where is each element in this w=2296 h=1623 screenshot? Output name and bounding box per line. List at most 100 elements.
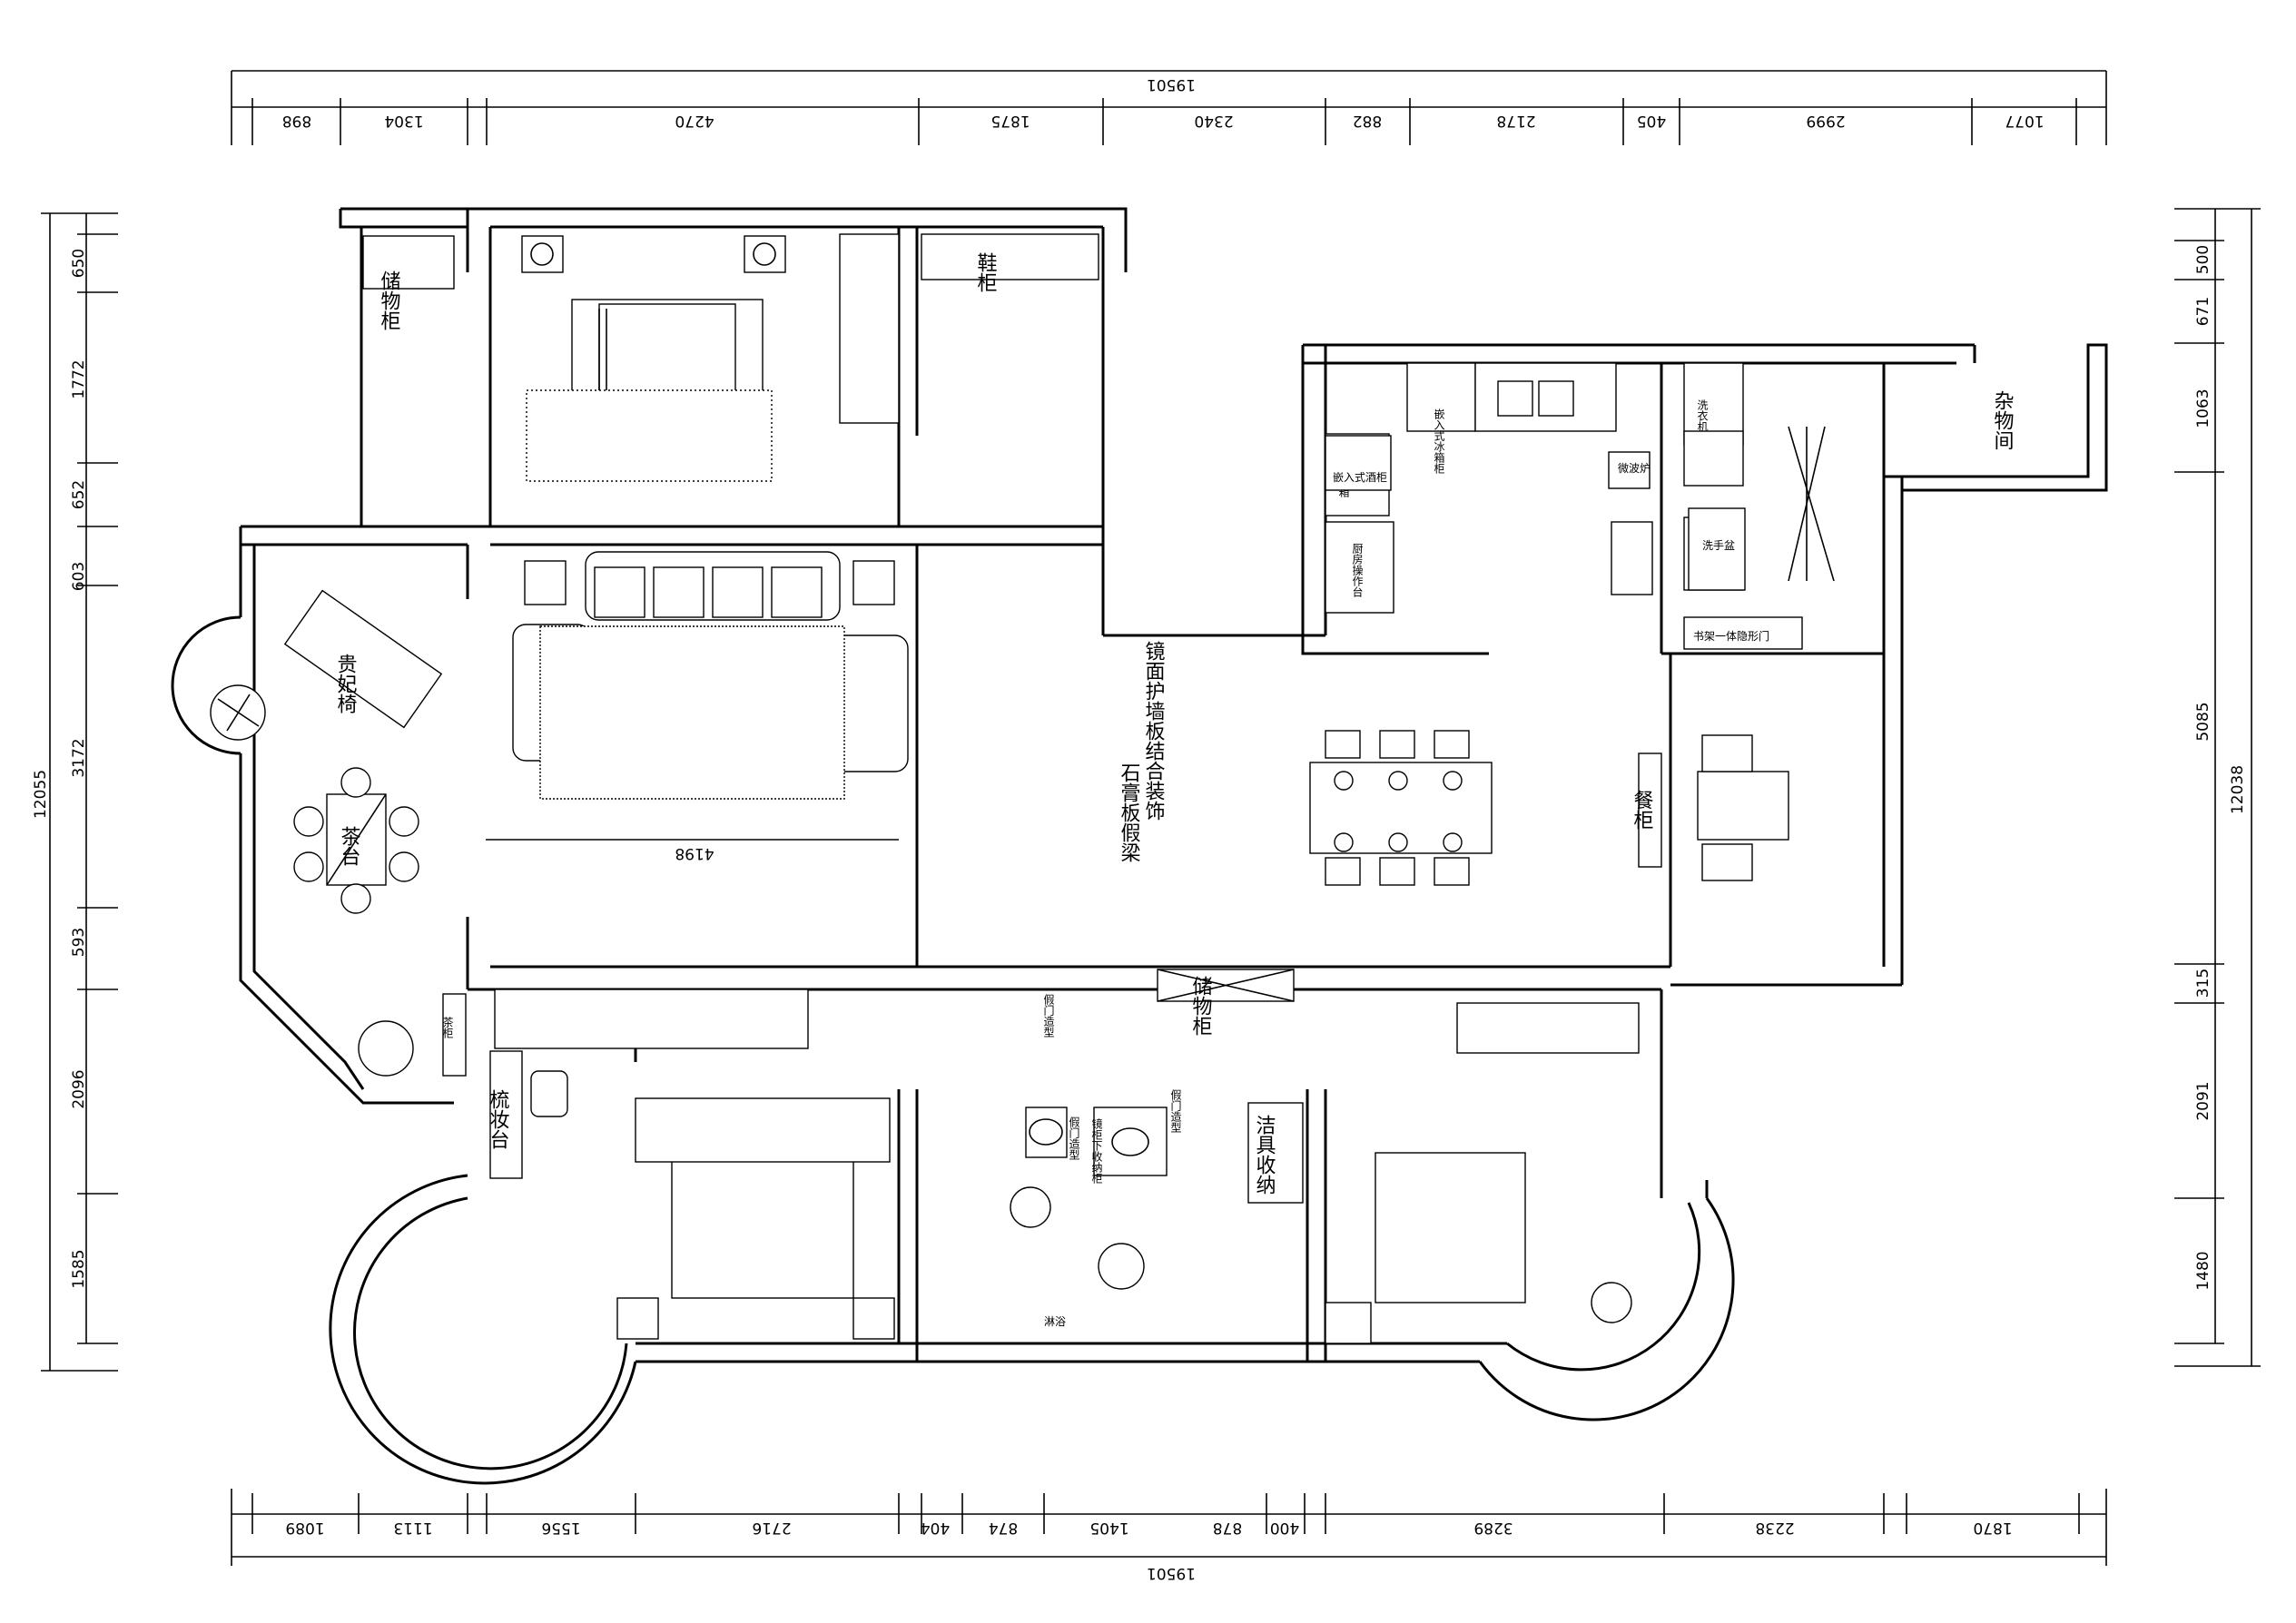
shoe-cabinet: 鞋柜: [921, 233, 1099, 292]
dim-bottom-total: 19501: [1147, 1564, 1196, 1582]
storage-room-label: 杂物间: [1991, 390, 2015, 450]
dim-bottom-5: 404: [921, 1519, 950, 1537]
dim-left-total: 12055: [32, 770, 50, 819]
dim-bottom-8: 878: [1213, 1519, 1242, 1537]
tea-cabinet: 茶柜: [441, 993, 467, 1077]
storage-cabinet-mid: 储物柜: [1157, 969, 1295, 1036]
bed-bottom-left: [494, 989, 895, 1340]
dim-left-3: 652: [70, 480, 88, 509]
dim-right-3: 1063: [2194, 389, 2212, 428]
side-cabinet: 餐柜: [1631, 752, 1662, 868]
dim-left-7: 2096: [70, 1069, 88, 1108]
dim-left-8: 1585: [70, 1249, 88, 1288]
storage-cabinet-top: 储物柜: [362, 235, 455, 330]
left-dimension-text: 12055 650 1772 652 603 3172 593 2096 158…: [32, 249, 88, 1289]
dim-bottom-1: 1089: [285, 1519, 324, 1537]
bottom-dimensions: [231, 1489, 2107, 1566]
dim-bottom-10: 3289: [1473, 1519, 1513, 1537]
top-dimension-text: 19501 898 1304 4270 1875 2340 882 2178 4…: [282, 75, 2045, 130]
hidden-door-label: 书架一体隐形门: [1693, 629, 1769, 643]
dim-top-3: 4270: [675, 112, 714, 130]
dim-right-7: 1480: [2194, 1251, 2212, 1290]
dim-left-6: 593: [70, 928, 88, 957]
bed-top: [521, 235, 786, 482]
chaise-label: 贵妃椅: [334, 654, 358, 713]
tea-cab-label: 茶柜: [441, 1016, 454, 1038]
fake-door-1-label: 假门造型: [1068, 1116, 1080, 1160]
bed-bottom-right: [1325, 1002, 1640, 1344]
shoe-cabinet-label: 鞋柜: [974, 252, 998, 292]
top-dimensions: [231, 70, 2107, 145]
dim-right-2: 671: [2194, 297, 2212, 326]
dim-top-7: 2178: [1496, 112, 1535, 130]
bathroom-1: 假门造型 淋浴: [1010, 1107, 1080, 1328]
side-cabinet-label: 餐柜: [1631, 790, 1654, 830]
dim-right-total: 12038: [2229, 765, 2247, 814]
storage-cabinet-top-label: 储物柜: [378, 270, 401, 330]
mirror-wall-label: 镜面护墙板结合装饰: [1142, 641, 1166, 821]
dim-top-5: 2340: [1194, 112, 1233, 130]
gypsum-beam-label: 石膏板假梁: [1118, 762, 1141, 862]
dim-top-6: 882: [1353, 112, 1382, 130]
dim-right-4: 5085: [2194, 702, 2212, 741]
dim-left-1: 650: [70, 249, 88, 278]
left-dimensions: [41, 212, 118, 1372]
shower-label: 淋浴: [1044, 1315, 1066, 1328]
dim-top-9: 2999: [1806, 112, 1845, 130]
dim-left-2: 1772: [70, 359, 88, 398]
dim-top-2: 1304: [384, 112, 423, 130]
fake-door-3-label: 假门造型: [1042, 994, 1055, 1038]
storage-cabinet-mid-label: 储物柜: [1189, 976, 1213, 1036]
dim-bottom-3: 1556: [541, 1519, 580, 1537]
wash-sink-label: 洗手盆: [1702, 539, 1735, 552]
dim-left-4: 603: [70, 562, 88, 591]
dim-top-10: 1077: [2005, 112, 2044, 130]
dim-top-4: 1875: [990, 112, 1030, 130]
chaise-lounge: 贵妃椅: [283, 589, 443, 729]
dim-bottom-9: 400: [1270, 1519, 1299, 1537]
cleaning-storage-label: 洁具收纳: [1253, 1115, 1276, 1195]
dim-top-1: 898: [282, 112, 311, 130]
cleaning-storage: 洁具收纳: [1247, 1102, 1304, 1204]
dim-bottom-12: 1870: [1973, 1519, 2012, 1537]
dim-bottom-2: 1113: [393, 1519, 432, 1537]
tea-table: 茶台: [293, 767, 419, 914]
storage-room: 杂物间: [1991, 390, 2015, 450]
dim-bottom-4: 2716: [752, 1519, 791, 1537]
kitchen: 嵌入式冰箱柜 双门冰箱 厨房操作台 微波炉 洗衣机 书架一体隐形门: [1325, 362, 1835, 650]
mirror-wall: 镜面护墙板结合装饰: [1142, 641, 1166, 821]
bed-top-wardrobe: [839, 233, 900, 424]
dim-top-total: 19501: [1147, 75, 1196, 93]
dim-bottom-7: 1405: [1089, 1519, 1128, 1537]
bottom-dimension-text: 19501 1089 1113 1556 2716 404 874 1405 8…: [285, 1519, 2012, 1582]
dim-top-8: 405: [1637, 112, 1666, 130]
wash-sink: 洗手盆: [1688, 507, 1746, 591]
dim-bottom-11: 2238: [1755, 1519, 1794, 1537]
tea-table-label: 茶台: [338, 826, 361, 866]
dresser: 梳妆台: [487, 1050, 568, 1179]
plant-bottom-left: [358, 1020, 414, 1077]
living-sofa: [512, 551, 909, 800]
right-dimension-text: 12038 500 671 1063 5085 315 2091 1480: [2194, 245, 2247, 1291]
dining-table: [1309, 730, 1493, 886]
plant-living: [210, 684, 266, 741]
kitchen-op-label: 厨房操作台: [1351, 543, 1364, 597]
walls: [171, 207, 2108, 1485]
dim-right-1: 500: [2194, 245, 2212, 274]
built-in-cabinet-label: 嵌入式酒柜: [1333, 471, 1387, 484]
fridge-label: 嵌入式冰箱柜: [1433, 408, 1445, 474]
dim-left-5: 3172: [70, 738, 88, 777]
microwave-label: 微波炉: [1618, 462, 1651, 475]
living-width-text: 4198: [675, 844, 714, 862]
right-dimensions: [2174, 208, 2261, 1367]
study-desk: [1697, 734, 1789, 881]
living-width: 4198: [486, 839, 899, 862]
gypsum-beam: 石膏板假梁: [1118, 762, 1141, 862]
dim-bottom-6: 874: [989, 1519, 1018, 1537]
dim-right-6: 2091: [2194, 1081, 2212, 1120]
dim-right-5: 315: [2194, 969, 2212, 998]
bathroom-2: 镜柜下收纳柜 假门造型 假门造型: [1042, 994, 1182, 1290]
dresser-label: 梳妆台: [487, 1089, 510, 1149]
vanity-label: 镜柜下收纳柜: [1090, 1117, 1103, 1184]
